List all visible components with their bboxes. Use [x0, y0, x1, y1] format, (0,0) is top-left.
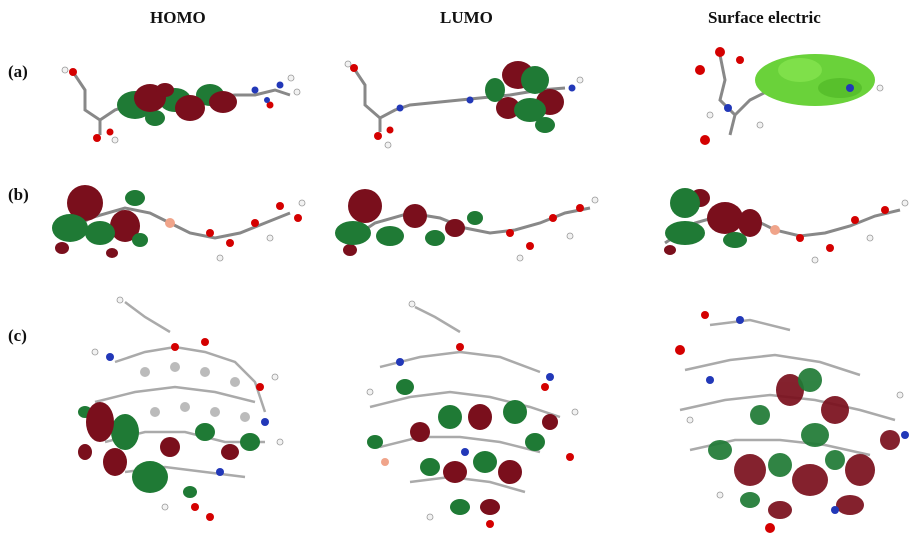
panel-b-lumo — [325, 178, 605, 268]
panel-a-surface — [680, 40, 900, 155]
row-label-a: (a) — [8, 62, 28, 81]
panel-a-homo — [55, 50, 305, 150]
row-label-c: (c) — [8, 326, 27, 345]
panel-c-homo — [55, 292, 305, 527]
row-label-b: (b) — [8, 185, 29, 204]
molecule-a-surface-image — [695, 47, 884, 145]
molecule-b-lumo-image — [335, 189, 599, 262]
molecule-b-surface-image — [664, 188, 909, 264]
molecule-c-lumo-image — [366, 300, 579, 528]
header-homo: HOMO — [150, 8, 206, 27]
molecule-c-surface-image — [675, 311, 909, 533]
molecule-b-homo-image — [52, 185, 306, 262]
molecule-a-homo-image — [61, 66, 301, 144]
panel-b-homo — [40, 178, 310, 268]
panel-c-surface — [660, 300, 915, 538]
header-surface-electric: Surface electric — [708, 8, 821, 27]
molecule-a-lumo-image — [344, 60, 584, 149]
molecule-c-homo-image — [78, 296, 284, 521]
header-lumo: LUMO — [440, 8, 493, 27]
panel-a-lumo — [340, 50, 590, 150]
panel-b-surface — [640, 178, 915, 273]
panel-c-lumo — [340, 292, 590, 532]
